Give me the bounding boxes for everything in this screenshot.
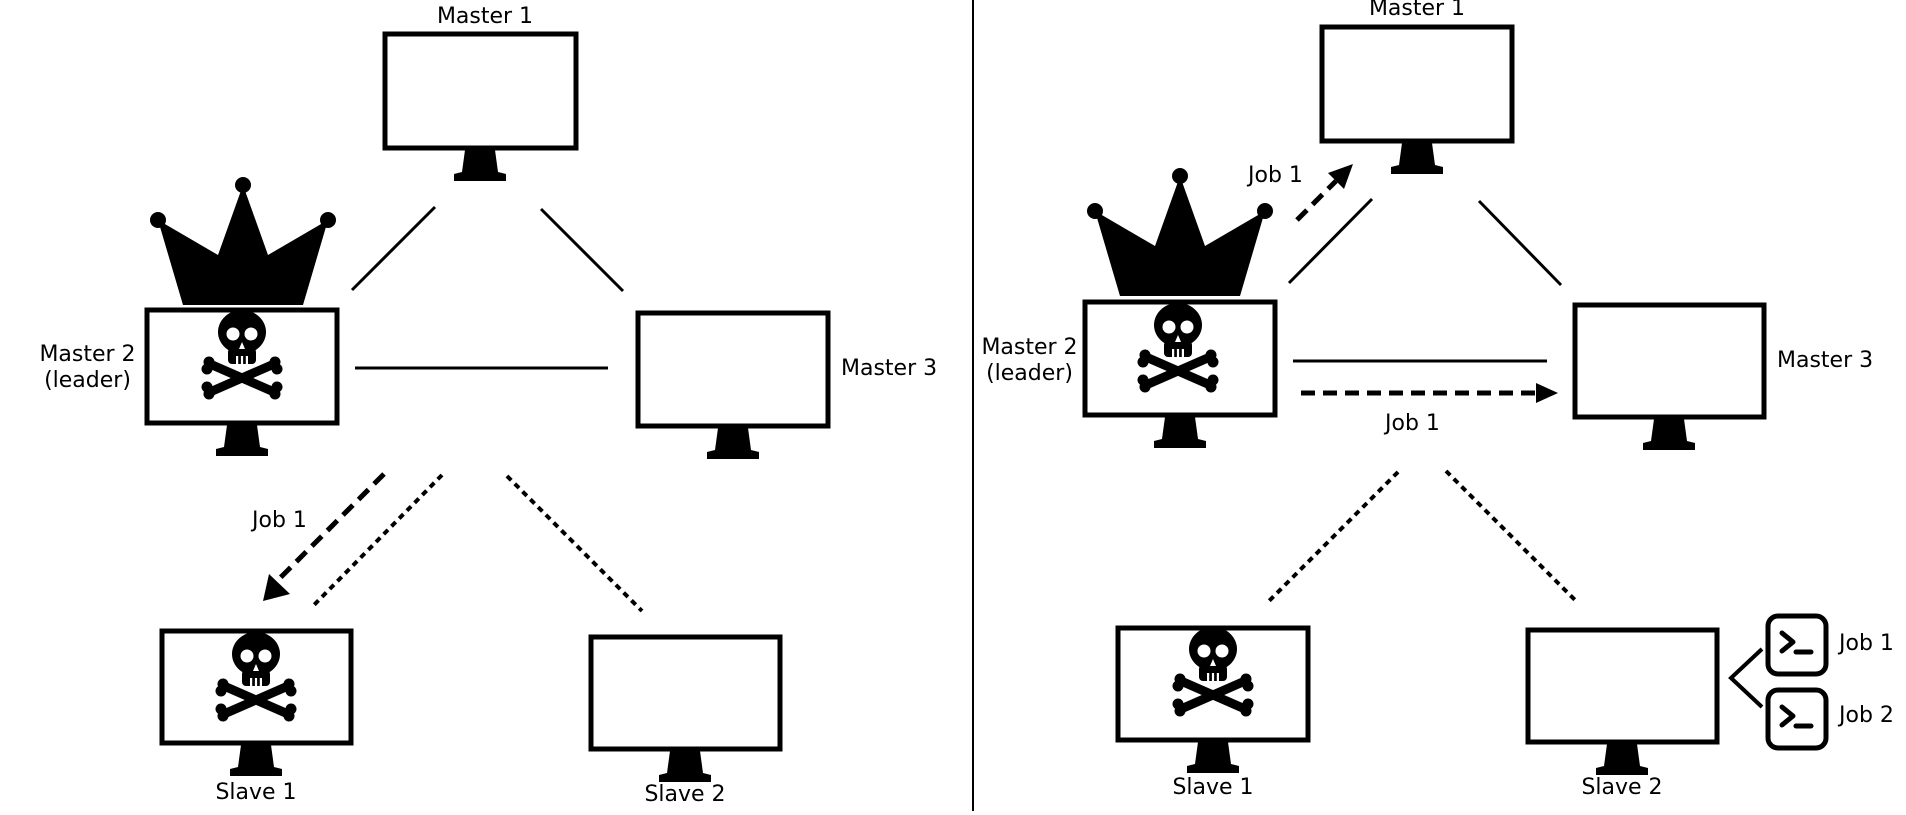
link-leader-slave1-left xyxy=(311,473,444,608)
monitor-icon xyxy=(588,634,783,782)
master2-name-right: Master 2 xyxy=(981,335,1078,360)
job-arrowhead-to-master1 xyxy=(1328,164,1353,189)
link-master1-master3-right xyxy=(1477,199,1563,287)
crown-icon xyxy=(150,177,336,305)
link-leader-slave2-right xyxy=(1444,469,1580,605)
job-to-master3-label: Job 1 xyxy=(1385,411,1440,436)
job-to-master1-label: Job 1 xyxy=(1248,163,1303,188)
job-arrow-left xyxy=(274,472,386,584)
slave2-label-right: Slave 2 xyxy=(1581,775,1663,800)
link-leader-slave1-right xyxy=(1266,470,1400,604)
link-master1-master3-left xyxy=(539,207,625,293)
monitor-icon xyxy=(382,31,579,181)
terminal-job1-label: Job 1 xyxy=(1839,631,1894,656)
job-label-left: Job 1 xyxy=(252,508,307,533)
monitor-icon xyxy=(1319,24,1515,174)
job-arrow-to-master1 xyxy=(1295,179,1338,222)
master3-label-left: Master 3 xyxy=(841,356,938,381)
master2-label-right: Master 2 (leader) xyxy=(972,335,1087,387)
master2-role-left: (leader) xyxy=(44,368,131,393)
link-leader-slave2-left xyxy=(505,474,644,613)
monitor-icon xyxy=(1525,627,1720,775)
slave1-label-right: Slave 1 xyxy=(1172,775,1254,800)
slave2-label-left: Slave 2 xyxy=(644,782,726,807)
slave1-label-left: Slave 1 xyxy=(215,780,297,805)
master1-label-left: Master 1 xyxy=(436,4,534,29)
master2-role-right: (leader) xyxy=(986,361,1073,386)
master2-name-left: Master 2 xyxy=(39,342,136,367)
link-master1-master2-left xyxy=(350,205,437,292)
job-arrowhead-left xyxy=(263,574,290,601)
terminal-icon xyxy=(1768,690,1826,748)
monitor-icon xyxy=(1572,302,1767,450)
terminal-branch-lines xyxy=(1728,647,1764,709)
job-arrowhead-to-master3 xyxy=(1536,383,1558,403)
master2-label-left: Master 2 (leader) xyxy=(30,342,145,394)
master3-label-right: Master 3 xyxy=(1777,348,1874,373)
terminal-job2-label: Job 2 xyxy=(1839,703,1894,728)
monitor-icon xyxy=(635,310,831,459)
master1-label-right: Master 1 xyxy=(1368,0,1466,21)
crown-icon xyxy=(1087,168,1273,296)
terminal-icon xyxy=(1768,616,1826,674)
link-master1-master2-right xyxy=(1287,197,1374,285)
